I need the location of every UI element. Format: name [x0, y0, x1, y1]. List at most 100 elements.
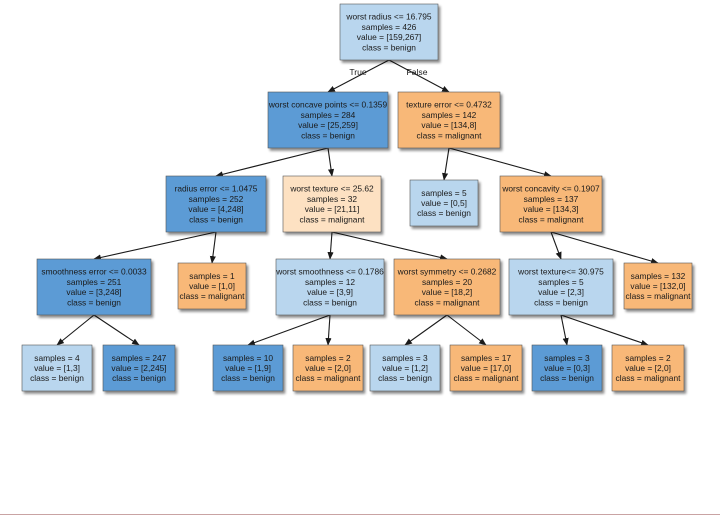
node-line: value = [134,8]: [421, 120, 476, 130]
node-box: [393, 258, 501, 316]
node-line: class = malignant: [296, 373, 362, 383]
tree-edge-n4-n9: [327, 231, 334, 260]
node-line: value = [2,245]: [111, 363, 166, 373]
tree-edge-n11-n19: [560, 314, 569, 346]
tree-edge-n6-n11: [550, 231, 562, 260]
node-line: radius error <= 1.0475: [175, 184, 258, 194]
tree-edge-n4-n10: [331, 231, 448, 261]
node-box: [102, 344, 176, 392]
node-line: class = benign: [301, 130, 355, 140]
node-line: value = [4,248]: [188, 204, 243, 214]
node-box: [292, 344, 364, 392]
node-line: samples = 426: [362, 22, 417, 32]
tree-edge-n10-n18: [446, 314, 487, 346]
node-box: [623, 262, 693, 310]
node-line: value = [2,0]: [305, 363, 351, 373]
node-line: class = benign: [378, 373, 432, 383]
bottom-divider: [0, 514, 720, 515]
node-line: worst texture<= 30.975: [517, 267, 604, 277]
node-box: [499, 175, 603, 233]
tree-edge-n7-n14: [93, 314, 140, 346]
node-line: samples = 3: [382, 353, 428, 363]
node-line: samples = 20: [422, 277, 472, 287]
node-line: worst symmetry <= 0.2682: [397, 267, 497, 277]
node-line: class = benign: [67, 297, 121, 307]
node-line: class = benign: [362, 42, 416, 52]
node-line: samples = 284: [301, 110, 356, 120]
node-line: class = malignant: [417, 130, 483, 140]
node-box: [449, 344, 523, 392]
node-line: value = [1,0]: [189, 281, 235, 291]
tree-edge-root-n1: [327, 59, 390, 93]
node-line: value = [132,0]: [630, 281, 685, 291]
tree-edge-n10-n17: [404, 314, 448, 346]
node-box: [369, 344, 441, 392]
node-line: samples = 4: [34, 353, 80, 363]
node-box: [409, 179, 479, 227]
node-line: class = benign: [112, 373, 166, 383]
node-line: value = [0,5]: [421, 198, 467, 208]
node-line: samples = 252: [189, 194, 244, 204]
node-line: value = [2,3]: [538, 287, 584, 297]
node-box: [212, 344, 284, 392]
node-line: value = [3,248]: [66, 287, 121, 297]
node-line: class = malignant: [519, 214, 585, 224]
node-line: class = benign: [189, 214, 243, 224]
tree-edge-n1-n4: [327, 147, 335, 177]
tree-edge-n11-n20: [560, 314, 649, 346]
node-box: [339, 3, 439, 61]
node-line: samples = 12: [305, 277, 355, 287]
node-box: [611, 344, 685, 392]
node-line: worst concave points <= 0.1359: [268, 100, 388, 110]
node-line: value = [2,0]: [625, 363, 671, 373]
node-line: class = benign: [303, 297, 357, 307]
node-line: worst radius <= 16.795: [345, 12, 432, 22]
node-line: samples = 2: [625, 353, 671, 363]
node-line: samples = 32: [307, 194, 357, 204]
node-line: class = malignant: [626, 291, 692, 301]
node-line: class = benign: [534, 297, 588, 307]
node-line: class = benign: [221, 373, 275, 383]
tree-edge-n3-n8: [209, 231, 217, 264]
node-line: samples = 10: [223, 353, 273, 363]
node-line: samples = 2: [305, 353, 351, 363]
node-line: samples = 17: [461, 353, 511, 363]
node-box: [21, 344, 93, 392]
node-line: value = [0,3]: [544, 363, 590, 373]
node-line: value = [21,11]: [305, 204, 360, 214]
node-line: worst texture <= 25.62: [289, 184, 374, 194]
node-line: samples = 132: [631, 271, 686, 281]
node-line: class = malignant: [415, 297, 481, 307]
node-line: value = [1,2]: [382, 363, 428, 373]
node-line: samples = 3: [544, 353, 590, 363]
tree-edge-n9-n16: [325, 314, 332, 346]
tree-edge-n2-n6: [448, 147, 552, 178]
node-line: samples = 137: [524, 194, 579, 204]
node-box: [275, 258, 385, 316]
node-box: [177, 262, 247, 310]
node-line: value = [134,3]: [523, 204, 578, 214]
edge-label-false: False: [406, 67, 427, 77]
node-line: value = [1,9]: [225, 363, 271, 373]
node-line: class = benign: [30, 373, 84, 383]
node-box: [531, 344, 603, 392]
node-line: samples = 251: [67, 277, 122, 287]
node-box: [267, 91, 389, 149]
